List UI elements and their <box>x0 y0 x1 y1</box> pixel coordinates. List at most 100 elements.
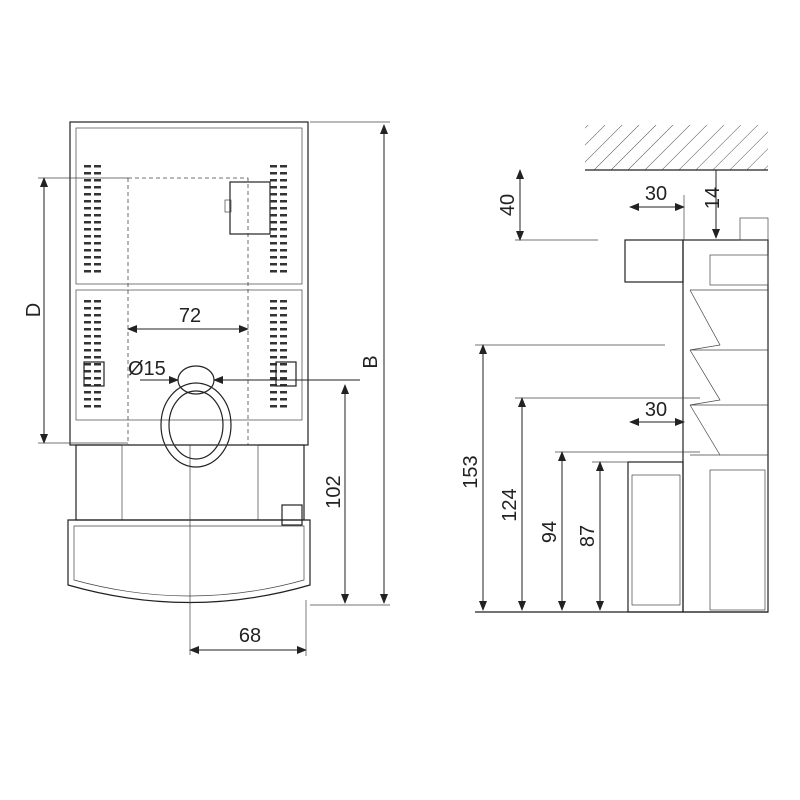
vent-slot <box>280 263 287 266</box>
vent-slot <box>270 363 277 366</box>
vent-slot <box>84 356 91 359</box>
vent-slot <box>270 221 277 224</box>
vent-slot <box>270 186 277 189</box>
vent-slot <box>270 328 277 331</box>
vent-slot <box>280 242 287 245</box>
vent-slot <box>270 335 277 338</box>
vent-slot <box>94 270 101 273</box>
vent-slot <box>84 221 91 224</box>
front-view-dimensions <box>38 121 390 656</box>
vent-slot <box>280 214 287 217</box>
vent-slot <box>94 349 101 352</box>
vent-slot <box>94 172 101 175</box>
vent-slot <box>84 193 91 196</box>
vent-slot <box>270 300 277 303</box>
vent-slot <box>94 256 101 259</box>
vent-slot <box>270 200 277 203</box>
vent-slot <box>84 342 91 345</box>
vent-slot <box>270 214 277 217</box>
vent-slot <box>280 207 287 210</box>
vent-slot <box>270 242 277 245</box>
vent-slot <box>270 377 277 380</box>
dim-label-diameter-15: Ø15 <box>128 358 166 380</box>
vent-slot <box>84 349 91 352</box>
vent-slot <box>94 228 101 231</box>
vent-slot <box>280 200 287 203</box>
vent-slot <box>94 342 101 345</box>
vent-slot <box>94 214 101 217</box>
dim-label-87: 87 <box>577 525 599 547</box>
vent-slot <box>280 228 287 231</box>
vent-slot <box>84 256 91 259</box>
vent-slot <box>84 172 91 175</box>
vent-slot <box>270 398 277 401</box>
vent-slot <box>94 370 101 373</box>
vent-slot <box>94 321 101 324</box>
vent-slot <box>94 384 101 387</box>
dim-label-124: 124 <box>499 488 521 521</box>
vent-slot <box>94 314 101 317</box>
dim-label-102: 102 <box>323 475 345 508</box>
vent-slot <box>94 200 101 203</box>
vent-slot <box>280 307 287 310</box>
vent-slot <box>94 398 101 401</box>
vent-slot <box>270 256 277 259</box>
vent-slot <box>280 186 287 189</box>
vent-slot <box>84 200 91 203</box>
vent-slot <box>94 193 101 196</box>
vent-slot <box>84 377 91 380</box>
dim-label-72: 72 <box>179 305 201 327</box>
vent-slot <box>84 214 91 217</box>
vent-slot <box>84 179 91 182</box>
vent-slot <box>280 391 287 394</box>
dim-label-30-top: 30 <box>645 183 667 205</box>
vent-slot <box>270 193 277 196</box>
dim-label-B: B <box>360 355 382 368</box>
vent-slot <box>94 307 101 310</box>
vent-slot <box>280 342 287 345</box>
vent-slot <box>270 249 277 252</box>
dim-label-40: 40 <box>497 194 519 216</box>
dim-label-30-mid: 30 <box>645 399 667 421</box>
vent-slot <box>270 165 277 168</box>
vent-slot <box>94 179 101 182</box>
vent-slot <box>84 370 91 373</box>
vent-slot <box>270 349 277 352</box>
vent-slot <box>84 165 91 168</box>
dim-label-68: 68 <box>239 625 261 647</box>
vent-slot <box>270 307 277 310</box>
dim-label-D: D <box>23 303 45 317</box>
dim-label-94: 94 <box>539 521 561 543</box>
vent-slot <box>84 321 91 324</box>
dim-label-14: 14 <box>702 187 724 209</box>
vent-slot <box>280 300 287 303</box>
vent-slot <box>280 398 287 401</box>
vent-slot <box>270 179 277 182</box>
vent-slot <box>270 270 277 273</box>
vent-slot <box>94 335 101 338</box>
vent-slot <box>270 391 277 394</box>
vent-slot <box>84 314 91 317</box>
vent-slot <box>280 405 287 408</box>
vent-slot <box>94 328 101 331</box>
vent-slot <box>280 270 287 273</box>
vent-slot <box>84 384 91 387</box>
vent-slot <box>84 391 91 394</box>
wall-ceiling-hatch <box>585 125 768 171</box>
vent-slot <box>280 363 287 366</box>
vent-slot <box>94 391 101 394</box>
vent-slot <box>94 405 101 408</box>
vent-slot <box>84 328 91 331</box>
front-view-stove <box>67 121 311 655</box>
vent-slot <box>84 300 91 303</box>
vent-slot <box>280 179 287 182</box>
vent-slot <box>280 377 287 380</box>
vent-slot <box>270 405 277 408</box>
dim-label-153: 153 <box>460 455 482 488</box>
vent-slot <box>94 363 101 366</box>
vent-slot <box>270 172 277 175</box>
vent-slot <box>280 193 287 196</box>
vent-slot <box>84 335 91 338</box>
